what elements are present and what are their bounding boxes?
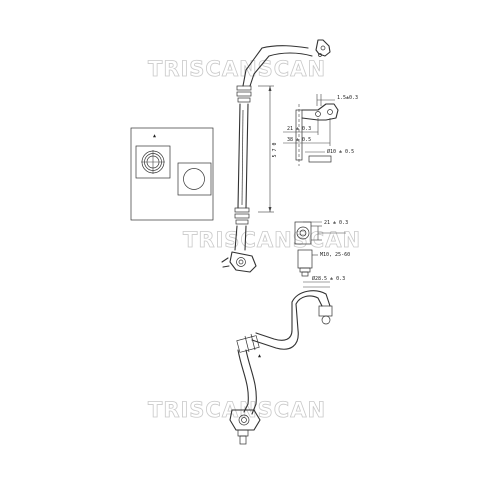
fitting-dim-label: 21 ± 0.3 — [324, 220, 348, 226]
seal-view — [177, 162, 212, 196]
main-pipe — [221, 39, 331, 273]
end-view-panel: ▲ — [130, 127, 214, 221]
bracket-detail: 1.5±0.3 21 ± 0.3 38 ± 0.5 Ø10 ± 0.5 — [283, 94, 358, 166]
end-diameter-label: Ø28.5 ± 0.3 — [312, 275, 345, 282]
length-label: 5 7 0 — [272, 142, 278, 157]
center-mark: ▲ — [153, 133, 156, 139]
tick-mark: ▲ — [258, 353, 261, 359]
watermark-middle: TRISCANSCAN — [183, 228, 361, 252]
length-dimension: 5 7 0 — [258, 85, 278, 213]
diameter-label: Ø10 ± 0.5 — [327, 148, 354, 155]
fitting-detail: 21 ± 0.3 M10, 25-60 — [294, 220, 350, 277]
flange-fitting-view — [135, 145, 171, 179]
bent-pipe: Ø28.5 ± 0.3 ▲ — [229, 275, 345, 445]
watermark-top: TRISCANSCAN — [148, 57, 326, 81]
dim-b-label: 38 ± 0.5 — [287, 137, 311, 143]
thread-label: M10, 25-60 — [320, 252, 350, 258]
dim-a-label: 21 ± 0.3 — [287, 126, 311, 132]
thickness-label: 1.5±0.3 — [337, 95, 358, 101]
